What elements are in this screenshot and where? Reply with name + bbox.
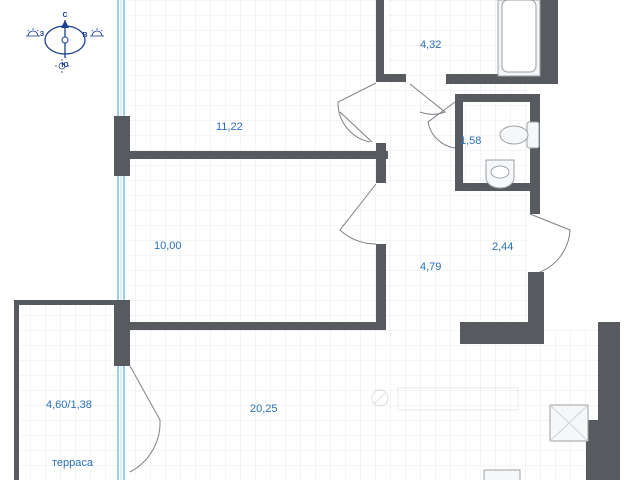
room-area-corridor: 2,44 <box>492 241 513 253</box>
noon-sun-icon <box>55 59 69 73</box>
sunset-icon <box>26 28 40 37</box>
compass-west: З <box>40 31 45 38</box>
sink-icon <box>485 159 515 189</box>
bathtub <box>497 0 541 77</box>
window-strip <box>117 0 125 480</box>
walls <box>14 0 620 480</box>
room-area-living: 20,25 <box>250 403 278 415</box>
sink-bottom-icon <box>483 469 521 480</box>
compass-north: С <box>62 12 67 19</box>
room-area-bathroom-small: 1,58 <box>460 135 481 147</box>
compass: С Ю З В <box>26 12 104 73</box>
room-labels: 4,32 11,22 1,58 10,00 4,79 2,44 20,25 4,… <box>46 39 513 469</box>
toilet-icon <box>499 121 540 149</box>
doors <box>129 82 571 473</box>
room-area-bathroom-large: 4,32 <box>420 39 441 51</box>
watermark <box>371 387 519 411</box>
shower-tray-icon <box>549 404 589 442</box>
room-area-hall: 4,79 <box>420 261 441 273</box>
terrace-area: 4,60/1,38 <box>46 399 92 411</box>
compass-east: В <box>82 32 87 39</box>
floor-grid <box>18 0 608 480</box>
terrace-label: терраса <box>52 457 94 469</box>
room-area-room-top: 11,22 <box>216 121 243 133</box>
room-area-room-middle: 10,00 <box>154 240 182 252</box>
sunrise-icon <box>90 28 104 37</box>
